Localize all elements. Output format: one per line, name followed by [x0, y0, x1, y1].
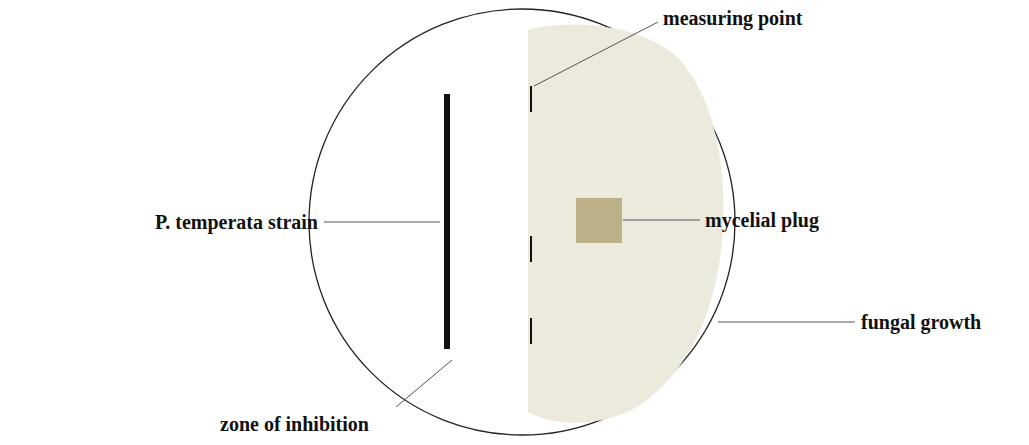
leader-line	[718, 322, 855, 323]
measuring-dash	[530, 86, 532, 112]
mycelial-plug	[576, 198, 622, 243]
callout-label: measuring point	[663, 7, 802, 29]
leader-line	[396, 360, 452, 407]
callout-label: fungal growth	[861, 311, 981, 333]
bacterial-streak	[444, 94, 450, 349]
leader-line	[324, 222, 440, 223]
measuring-dash	[530, 318, 532, 344]
measuring-dash	[530, 236, 532, 262]
callout-label: mycelial plug	[705, 209, 819, 231]
fungal-growth	[528, 24, 723, 422]
callout-label: P. temperata strain	[155, 211, 318, 233]
leader-line	[623, 220, 700, 221]
callout-label: zone of inhibition	[220, 413, 369, 435]
leader-line	[534, 22, 658, 86]
petri-dish	[309, 9, 735, 435]
